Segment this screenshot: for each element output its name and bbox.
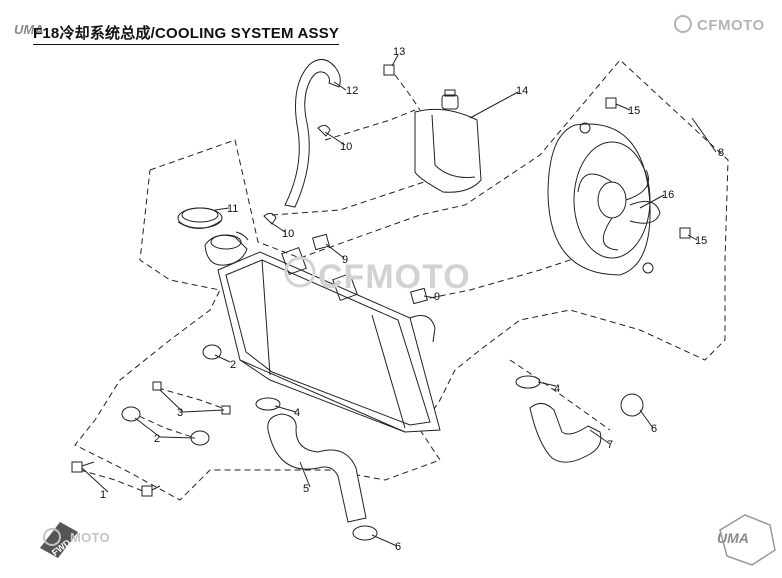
bolt bbox=[679, 227, 691, 239]
callout-9: 9 bbox=[434, 291, 440, 303]
callout-6: 6 bbox=[651, 423, 657, 435]
coolant-reservoir bbox=[414, 89, 482, 193]
callout-leaders bbox=[81, 54, 717, 547]
cfmoto-logo-icon bbox=[674, 15, 692, 33]
leader-dash bbox=[394, 74, 421, 111]
lower-hose bbox=[267, 413, 367, 523]
uma-logo-icon bbox=[719, 514, 776, 566]
callout-13: 13 bbox=[393, 46, 405, 58]
callout-10: 10 bbox=[282, 228, 294, 240]
bolt bbox=[605, 97, 617, 109]
page-title: F18冷却系统总成/COOLING SYSTEM ASSY bbox=[33, 22, 340, 45]
callout-8: 8 bbox=[718, 147, 724, 159]
callout-9: 9 bbox=[342, 254, 348, 266]
fan-assembly bbox=[547, 122, 661, 276]
hose-clamp bbox=[620, 393, 644, 417]
hose-clamp bbox=[515, 375, 541, 389]
leader-dash bbox=[129, 411, 196, 439]
cfmoto-brand: CFMOTO bbox=[697, 17, 765, 34]
clip bbox=[263, 212, 277, 225]
callout-15: 15 bbox=[695, 235, 707, 247]
callout-1: 1 bbox=[100, 489, 106, 501]
callout-labels: 1 2 2 2 3 4 4 5 6 6 7 8 9 9 10 10 11 12 … bbox=[100, 46, 724, 553]
hose-clamp bbox=[352, 525, 378, 541]
callout-11: 11 bbox=[227, 203, 238, 215]
leader-dash bbox=[79, 469, 149, 494]
callout-2: 2 bbox=[230, 359, 236, 371]
leader-dash bbox=[271, 179, 431, 216]
cfmoto-watermark-logo-icon bbox=[284, 256, 316, 288]
clip bbox=[317, 124, 331, 137]
callout-3: 3 bbox=[177, 407, 183, 419]
radiator-cap bbox=[177, 207, 223, 229]
cfmoto-brand-bottom: MOTO bbox=[70, 530, 110, 545]
callout-12: 12 bbox=[346, 85, 358, 97]
collar bbox=[152, 381, 162, 391]
clip bbox=[410, 287, 428, 305]
callout-14: 14 bbox=[516, 85, 528, 97]
water-pump-hose bbox=[529, 403, 602, 463]
callout-5: 5 bbox=[303, 483, 309, 495]
cfmoto-logo-icon bbox=[43, 528, 61, 546]
uma-logo-text: UMA bbox=[717, 530, 749, 546]
callout-15: 15 bbox=[628, 105, 640, 117]
leader-dash bbox=[419, 229, 621, 301]
clip bbox=[312, 233, 330, 251]
callout-4: 4 bbox=[294, 407, 300, 419]
callout-4: 4 bbox=[554, 383, 560, 395]
callout-10: 10 bbox=[340, 141, 352, 153]
hose-clamp bbox=[255, 397, 281, 411]
filler-neck bbox=[204, 231, 249, 266]
bolt bbox=[71, 461, 161, 497]
leader-dash bbox=[157, 387, 229, 411]
cfmoto-watermark: CFMOTO bbox=[318, 258, 471, 296]
callout-16: 16 bbox=[662, 189, 674, 201]
callout-7: 7 bbox=[607, 439, 613, 451]
leader-dash bbox=[509, 359, 611, 431]
assembly-boundary bbox=[74, 59, 729, 501]
overflow-hose bbox=[284, 59, 341, 208]
grommet bbox=[121, 344, 222, 446]
uma-logo-text: UMA bbox=[14, 22, 44, 37]
radiator bbox=[217, 246, 441, 433]
callout-6: 6 bbox=[395, 541, 401, 553]
callout-2: 2 bbox=[154, 433, 160, 445]
bolt bbox=[383, 64, 395, 76]
leader-dash bbox=[324, 109, 416, 141]
